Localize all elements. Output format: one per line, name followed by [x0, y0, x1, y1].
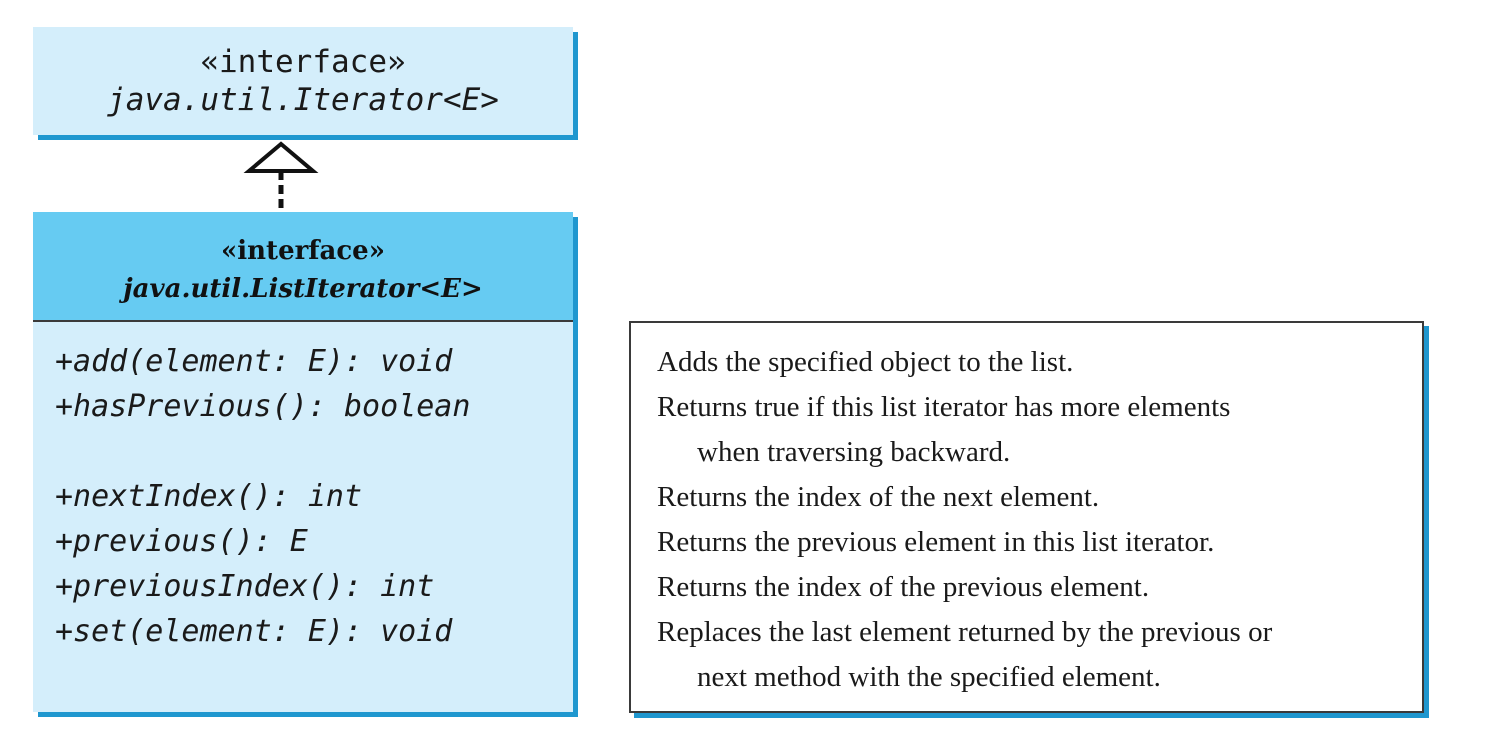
description-add-text: Adds the specified object to the list. — [657, 346, 1074, 378]
iterator-name: java.util.Iterator<E> — [107, 82, 499, 118]
generalization-arrow — [243, 141, 319, 212]
description-list: Adds the specified object to the list. R… — [657, 340, 1272, 700]
hollow-triangle-arrowhead — [243, 141, 319, 173]
method-nextindex: +nextIndex(): int — [55, 479, 363, 514]
description-nextindex: Returns the index of the next element. — [657, 475, 1272, 520]
method-add: +add(element: E): void — [55, 344, 453, 379]
description-hasprevious-line2: when traversing backward. — [697, 436, 1011, 468]
description-previous-text: Returns the previous element in this lis… — [657, 526, 1215, 558]
description-previousindex: Returns the index of the previous elemen… — [657, 565, 1272, 610]
listiterator-header: «interface» java.util.ListIterator<E> — [33, 212, 573, 322]
description-add: Adds the specified object to the list. — [657, 340, 1272, 385]
iterator-interface-box: «interface» java.util.Iterator<E> — [33, 27, 573, 135]
iterator-stereotype: «interface» — [200, 44, 406, 80]
listiterator-interface-box: «interface» java.util.ListIterator<E> +a… — [33, 212, 573, 712]
description-set-line1: Replaces the last element returned by th… — [657, 616, 1273, 648]
method-list: +add(element: E): void +hasPrevious(): b… — [55, 339, 470, 654]
description-hasprevious: Returns true if this list iterator has m… — [657, 385, 1272, 475]
description-nextindex-text: Returns the index of the next element. — [657, 481, 1100, 513]
method-descriptions-box: Adds the specified object to the list. R… — [629, 321, 1424, 713]
listiterator-stereotype: «interface» — [221, 236, 385, 266]
description-set-line2: next method with the specified element. — [697, 661, 1161, 693]
listiterator-name: java.util.ListIterator<E> — [123, 274, 483, 304]
method-hasprevious: +hasPrevious(): boolean — [55, 389, 471, 424]
method-set: +set(element: E): void — [55, 614, 453, 649]
description-previousindex-text: Returns the index of the previous elemen… — [657, 571, 1150, 603]
method-previousindex: +previousIndex(): int — [55, 569, 435, 604]
description-set: Replaces the last element returned by th… — [657, 610, 1272, 700]
description-previous: Returns the previous element in this lis… — [657, 520, 1272, 565]
method-previous: +previous(): E — [55, 524, 308, 559]
description-hasprevious-line1: Returns true if this list iterator has m… — [657, 391, 1231, 423]
